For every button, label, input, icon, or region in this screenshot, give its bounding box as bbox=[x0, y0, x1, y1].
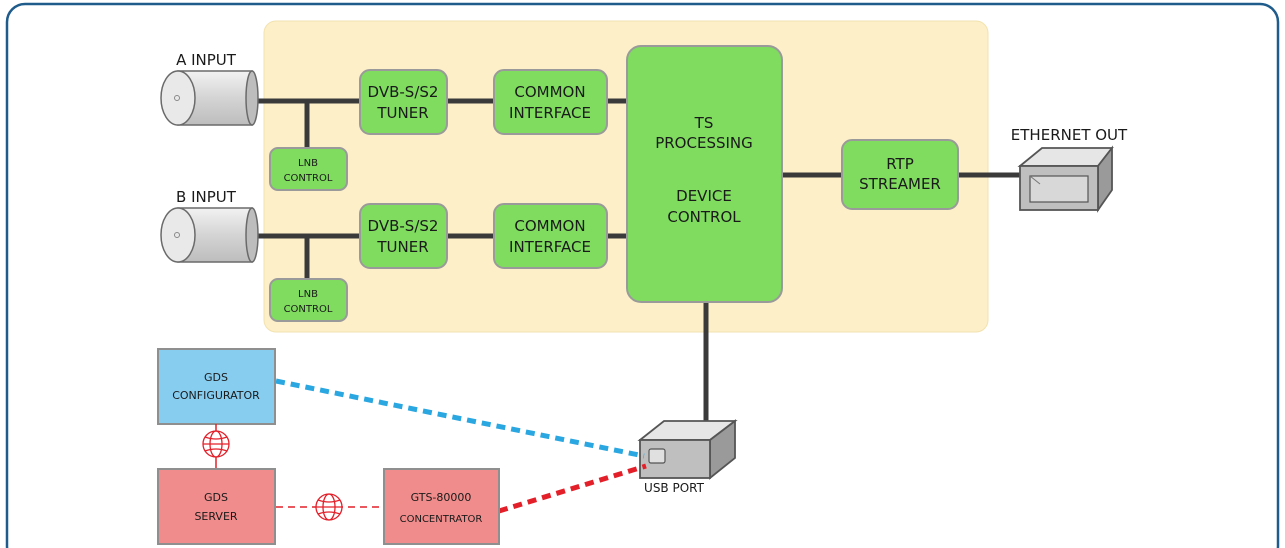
a-lnb-line2: CONTROL bbox=[284, 173, 333, 184]
concentrator-line2: CONCENTRATOR bbox=[400, 514, 483, 525]
b-tuner-line1: DVB-S/S2 bbox=[368, 217, 439, 235]
rtp-line2: STREAMER bbox=[859, 175, 941, 193]
ts-line2: PROCESSING bbox=[655, 134, 753, 152]
concentrator-line1: GTS-80000 bbox=[411, 491, 472, 504]
globe-icon bbox=[202, 430, 230, 458]
b-input-label: B INPUT bbox=[176, 188, 237, 206]
b-lnb-line2: CONTROL bbox=[284, 304, 333, 315]
dc-line1: DEVICE bbox=[676, 187, 732, 205]
a-tuner-block bbox=[359, 69, 448, 135]
b-tuner-block bbox=[359, 203, 448, 269]
a-tuner-line2: TUNER bbox=[376, 104, 428, 122]
rtp-streamer-block bbox=[841, 139, 959, 210]
rtp-line1: RTP bbox=[886, 155, 914, 173]
configurator-line1: GDS bbox=[204, 371, 228, 384]
a-ci-block bbox=[493, 69, 608, 135]
usb-port-label: USB PORT bbox=[644, 481, 705, 495]
a-lnb-line1: LNB bbox=[298, 158, 318, 169]
b-ci-line2: INTERFACE bbox=[509, 238, 591, 256]
b-input-connector-icon bbox=[160, 207, 259, 263]
gds-configurator-box bbox=[157, 348, 276, 425]
server-line1: GDS bbox=[204, 491, 228, 504]
ts-processing-block bbox=[626, 45, 783, 303]
a-ci-line2: INTERFACE bbox=[509, 104, 591, 122]
gds-server-box bbox=[157, 468, 276, 545]
a-ci-line1: COMMON bbox=[514, 83, 585, 101]
configurator-line2: CONFIGURATOR bbox=[172, 389, 260, 402]
b-tuner-line2: TUNER bbox=[376, 238, 428, 256]
b-lnb-control-block bbox=[269, 278, 348, 322]
a-input-connector-icon bbox=[160, 70, 259, 126]
ethernet-out-label: ETHERNET OUT bbox=[1011, 126, 1128, 144]
server-line2: SERVER bbox=[194, 510, 237, 523]
outer-frame bbox=[5, 2, 1280, 548]
a-input-label: A INPUT bbox=[176, 51, 237, 69]
wires bbox=[252, 98, 1022, 428]
a-tuner-line1: DVB-S/S2 bbox=[368, 83, 439, 101]
ts-line1: TS bbox=[694, 114, 714, 132]
b-ci-line1: COMMON bbox=[514, 217, 585, 235]
b-ci-block bbox=[493, 203, 608, 269]
a-lnb-control-block bbox=[269, 147, 348, 191]
usb-port-icon bbox=[637, 419, 738, 480]
b-lnb-line1: LNB bbox=[298, 289, 318, 300]
concentrator-box bbox=[383, 468, 500, 545]
configurator-usb-link bbox=[275, 378, 645, 459]
concentrator-usb-link bbox=[498, 463, 647, 514]
dc-line2: CONTROL bbox=[667, 208, 741, 226]
ethernet-port-icon bbox=[1017, 145, 1114, 213]
globe-icon bbox=[315, 493, 343, 521]
